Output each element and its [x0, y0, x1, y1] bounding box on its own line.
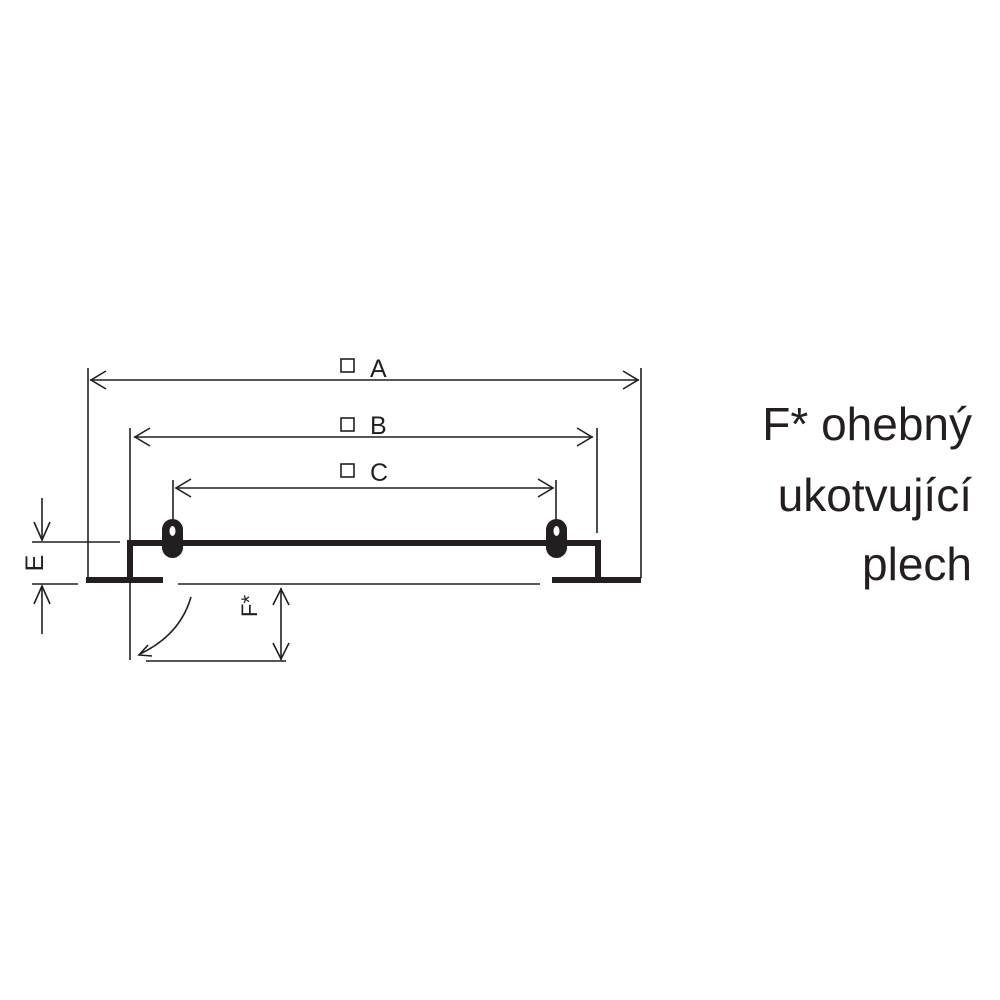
dimension-label-a: A [370, 355, 387, 383]
arrowhead-bending [137, 644, 153, 657]
dimension-label-c: C [370, 459, 388, 487]
dimension-label-e: E [21, 555, 49, 572]
bolt-right [546, 519, 567, 558]
dimension-label-f: F* [237, 595, 262, 617]
frame-profile [86, 540, 641, 585]
dimension-b: B [129, 412, 598, 660]
dimension-c: C [172, 459, 557, 522]
dimension-e: E [21, 498, 120, 634]
arrowhead-f-top [272, 587, 290, 606]
arrowhead-e-bottom [33, 584, 51, 605]
square-symbol-c-icon [340, 463, 355, 478]
arrowhead-a-right [622, 370, 640, 390]
frame-body [127, 540, 601, 580]
dimension-f: F* [137, 587, 290, 662]
dimension-label-b: B [370, 412, 387, 440]
note-line-2: ukotvující [777, 469, 972, 521]
arrowhead-c-right [537, 478, 555, 498]
arrowhead-b-left [133, 427, 151, 447]
note-line-3: plech [862, 538, 972, 590]
bolt-left [162, 519, 183, 558]
square-symbol-b-icon [340, 417, 355, 432]
arrowhead-f-bottom [272, 642, 290, 661]
note-line-1: F* ohebný [762, 398, 972, 450]
bending-arc [139, 596, 192, 655]
arrowhead-c-left [174, 478, 192, 498]
arrowhead-a-left [89, 370, 107, 390]
arrowhead-b-right [576, 427, 594, 447]
dimension-a: A [87, 355, 642, 578]
square-symbol-a-icon [340, 358, 355, 373]
arrowhead-e-top [33, 521, 51, 542]
